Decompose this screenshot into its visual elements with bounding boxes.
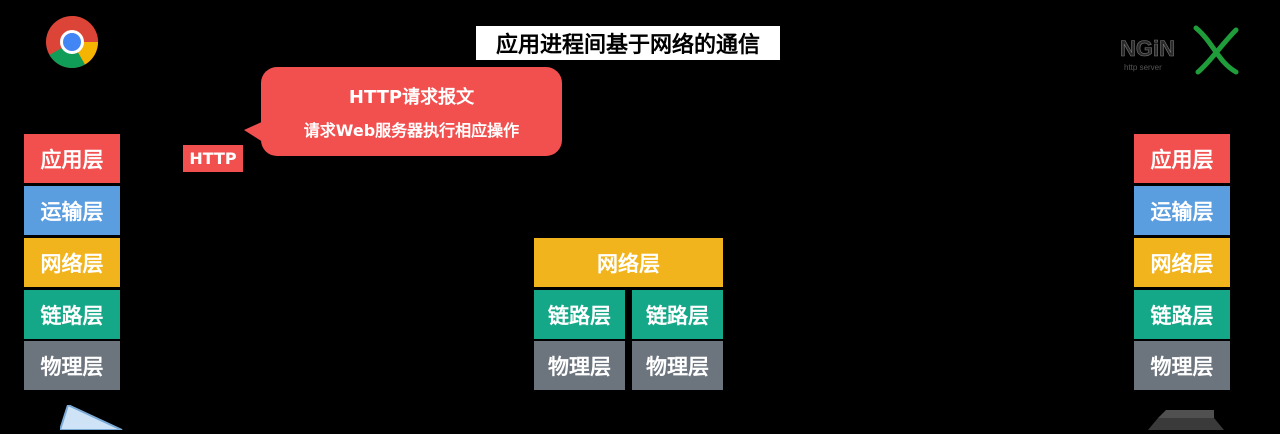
client-transport-layer: 运输层 bbox=[24, 186, 120, 235]
http-label: HTTP bbox=[183, 145, 243, 172]
nginx-logo: NGiN http server bbox=[1118, 22, 1248, 78]
chrome-icon bbox=[44, 14, 100, 70]
callout-title: HTTP请求报文 bbox=[348, 86, 475, 108]
bubble-pointer bbox=[244, 120, 266, 144]
svg-text:http server: http server bbox=[1124, 63, 1162, 72]
router-link-layer-right: 链路层 bbox=[632, 290, 723, 339]
server-link-layer: 链路层 bbox=[1134, 290, 1230, 339]
http-request-callout: HTTP请求报文 请求Web服务器执行相应操作 bbox=[261, 67, 562, 156]
router-link-layer-left: 链路层 bbox=[534, 290, 625, 339]
client-link-layer: 链路层 bbox=[24, 290, 120, 339]
server-transport-layer: 运输层 bbox=[1134, 186, 1230, 235]
router-physical-layer-right: 物理层 bbox=[632, 341, 723, 390]
callout-description: 请求Web服务器执行相应操作 bbox=[303, 120, 520, 140]
router-physical-layer-left: 物理层 bbox=[534, 341, 625, 390]
svg-text:NGiN: NGiN bbox=[1120, 36, 1175, 61]
client-application-layer: 应用层 bbox=[24, 134, 120, 183]
server-application-layer: 应用层 bbox=[1134, 134, 1230, 183]
client-physical-layer: 物理层 bbox=[24, 341, 120, 390]
server-icon bbox=[1148, 410, 1224, 430]
router-network-layer: 网络层 bbox=[534, 238, 723, 287]
diagram-title: 应用进程间基于网络的通信 bbox=[476, 26, 780, 60]
client-network-layer: 网络层 bbox=[24, 238, 120, 287]
server-network-layer: 网络层 bbox=[1134, 238, 1230, 287]
server-physical-layer: 物理层 bbox=[1134, 341, 1230, 390]
laptop-icon bbox=[58, 403, 130, 431]
